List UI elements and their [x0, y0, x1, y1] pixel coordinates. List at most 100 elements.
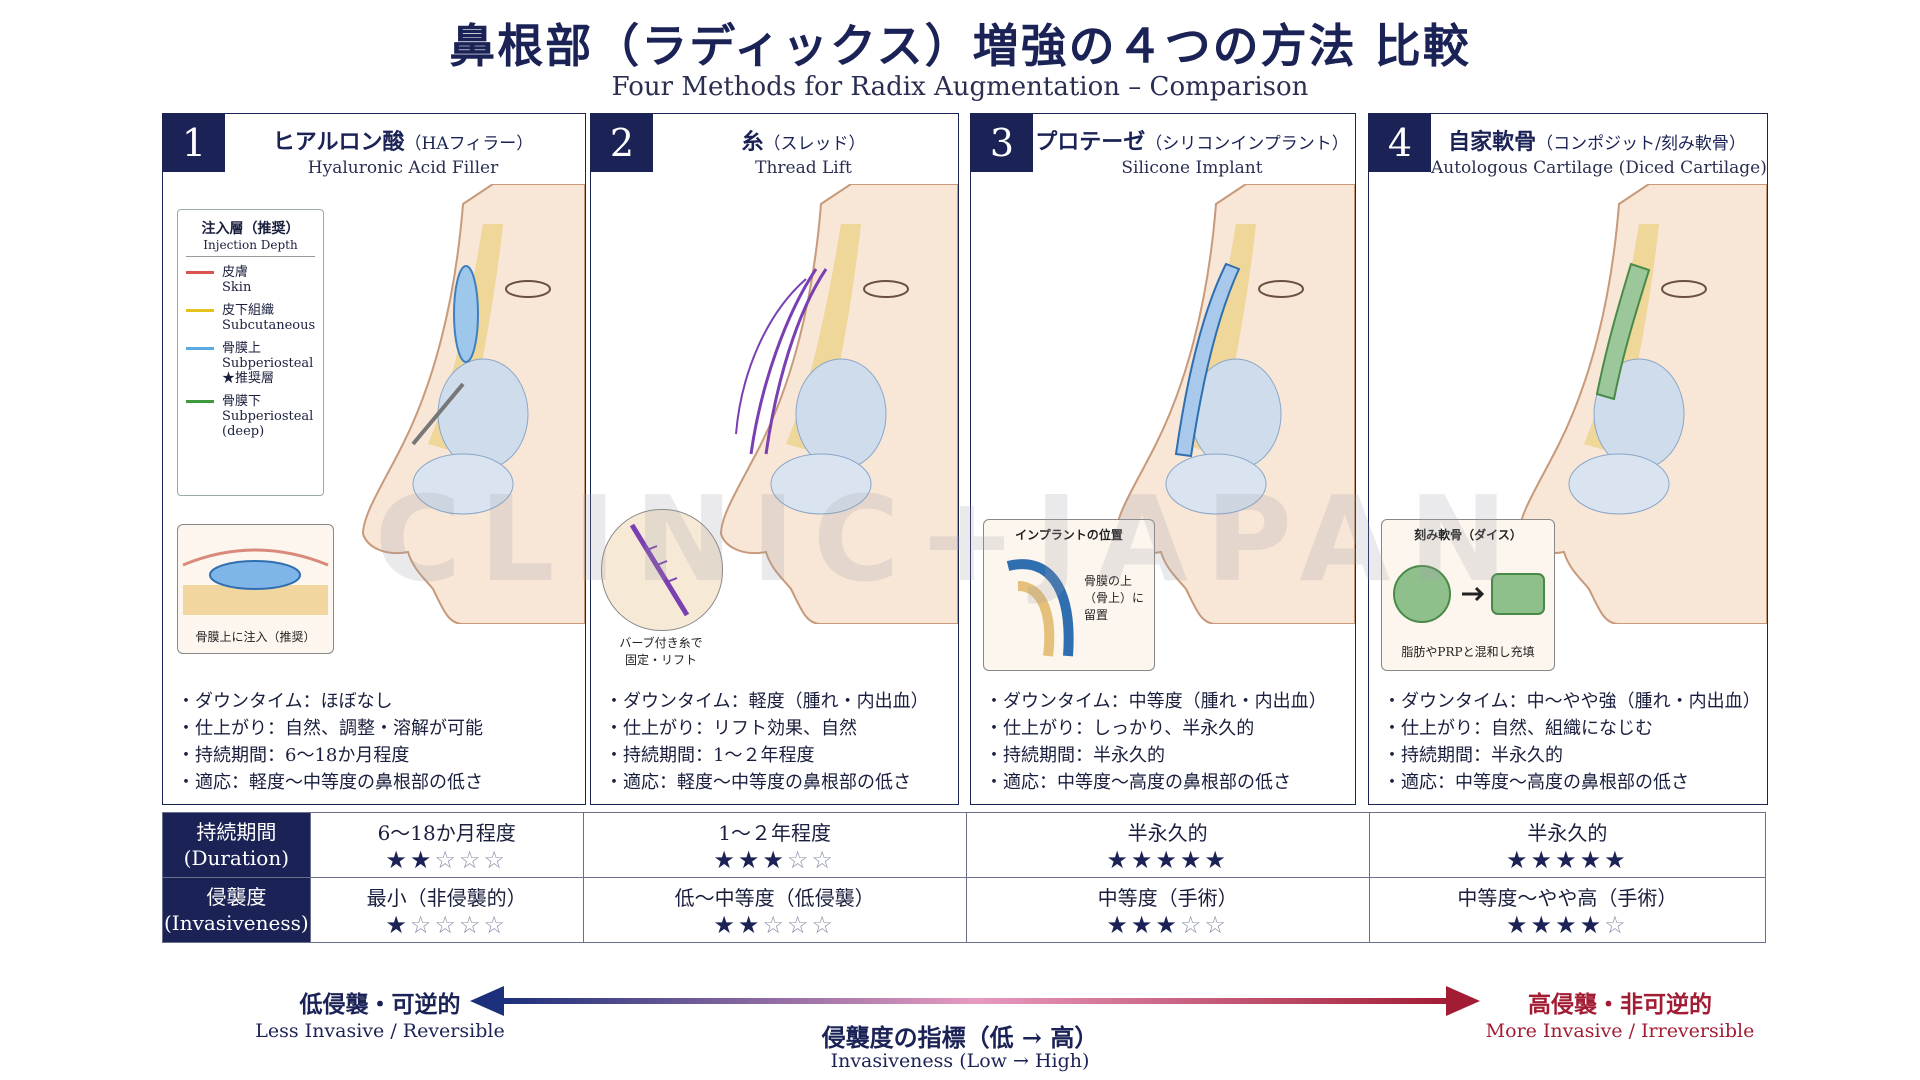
legend-title: 注入層（推奨）: [201, 221, 300, 237]
panel-title-sub: （HAフィラー）: [404, 134, 534, 154]
scale-low-label-en: Less Invasive / Reversible: [255, 1020, 505, 1042]
subperiosteal-swatch: [186, 400, 214, 403]
star-rating: ★☆☆☆☆: [312, 911, 582, 939]
panel-number: 1: [163, 114, 225, 172]
star-filled-icon: ★: [762, 845, 787, 874]
star-filled-icon: ★: [1530, 845, 1556, 874]
star-empty-icon: ☆: [434, 910, 459, 939]
invasiveness-cell: 中等度（手術）★★★☆☆: [965, 877, 1370, 943]
star-empty-icon: ☆: [1604, 910, 1629, 939]
star-filled-icon: ★: [385, 910, 410, 939]
diced-cartilage-illustration: [1393, 565, 1545, 623]
star-rating: ★★★★★: [968, 846, 1368, 874]
star-filled-icon: ★: [713, 845, 738, 874]
panel-title-en: Silicone Implant: [1121, 158, 1263, 178]
barbed-thread-illustration: [629, 523, 690, 617]
bullet-indication: 適応：軽度〜中等度の鼻根部の低さ: [177, 769, 577, 796]
skin-swatch: [186, 271, 214, 274]
star-rating: ★★☆☆☆: [312, 846, 582, 874]
bullet-downtime: ダウンタイム：軽度（腫れ・内出血）: [605, 688, 950, 715]
star-filled-icon: ★: [1106, 845, 1131, 874]
bullet-indication: 適応：中等度〜高度の鼻根部の低さ: [1383, 769, 1759, 796]
duration-cell: 半永久的★★★★★: [965, 812, 1370, 878]
bullet-result: 仕上がり：リフト効果、自然: [605, 715, 950, 742]
star-filled-icon: ★: [1155, 910, 1180, 939]
inset-title: インプラントの位置: [1015, 528, 1123, 542]
inset-caption: 骨膜上に注入（推奨）: [195, 630, 316, 644]
star-filled-icon: ★: [385, 845, 410, 874]
star-empty-icon: ☆: [786, 845, 812, 874]
invasiveness-row: 侵襲度(Invasiveness) 最小（非侵襲的）★☆☆☆☆ 低〜中等度（低侵…: [162, 877, 1767, 943]
panel-title-jp: 糸（スレッド）: [741, 129, 866, 155]
duration-cell: 半永久的★★★★★: [1368, 812, 1767, 878]
star-filled-icon: ★: [1130, 910, 1156, 939]
star-rating: ★★★☆☆: [585, 846, 965, 874]
scale-high-label: 高侵襲・非可逆的: [1528, 991, 1712, 1018]
star-rating: ★★☆☆☆: [585, 911, 965, 939]
panel-title-sub: （シリコンインプラント）: [1145, 134, 1349, 154]
duration-cell: 6〜18か月程度★★☆☆☆: [309, 812, 584, 878]
bullet-downtime: ダウンタイム：ほぼなし: [177, 688, 577, 715]
inset-title: 刻み軟骨（ダイス）: [1414, 528, 1522, 542]
star-empty-icon: ☆: [786, 910, 812, 939]
star-empty-icon: ☆: [409, 910, 435, 939]
invasiveness-row-header: 侵襲度(Invasiveness): [162, 877, 311, 943]
star-filled-icon: ★: [1130, 845, 1156, 874]
comparison-table: 持続期間(Duration) 6〜18か月程度★★☆☆☆ 1〜２年程度★★★☆☆…: [162, 812, 1767, 943]
panel-title-jp: ヒアルロン酸（HAフィラー）: [272, 129, 534, 155]
star-empty-icon: ☆: [483, 910, 508, 939]
scale-low-label: 低侵襲・可逆的: [299, 991, 461, 1018]
panel-number: 4: [1369, 114, 1431, 172]
star-empty-icon: ☆: [762, 910, 787, 939]
duration-row: 持続期間(Duration) 6〜18か月程度★★☆☆☆ 1〜２年程度★★★☆☆…: [162, 812, 1767, 878]
panel-number: 2: [591, 114, 653, 172]
bullet-downtime: ダウンタイム：中〜やや強（腫れ・内出血）: [1383, 688, 1761, 715]
bullet-indication: 適応：中等度〜高度の鼻根部の低さ: [985, 769, 1347, 796]
star-rating: ★★★★★: [1371, 846, 1764, 874]
star-rating: ★★★☆☆: [968, 911, 1368, 939]
method-panel-3: 3 プロテーゼ（シリコンインプラント） Silicone Implant インプ…: [970, 113, 1356, 805]
implant-position-inset: インプラントの位置 骨膜の上 （骨上）に 留置: [983, 519, 1155, 671]
star-filled-icon: ★: [1506, 910, 1531, 939]
bullet-indication: 適応：軽度〜中等度の鼻根部の低さ: [605, 769, 950, 796]
star-empty-icon: ☆: [434, 845, 459, 874]
bullet-duration: 持続期間：半永久的: [1383, 742, 1759, 769]
legend-subtitle: Injection Depth: [186, 238, 315, 257]
panel-number: 3: [971, 114, 1033, 172]
panel-title-sub: （スレッド）: [763, 134, 866, 154]
star-empty-icon: ☆: [483, 845, 508, 874]
bullet-downtime: ダウンタイム：中等度（腫れ・内出血）: [985, 688, 1347, 715]
star-empty-icon: ☆: [1179, 910, 1205, 939]
panel-bullets: ダウンタイム：ほぼなし 仕上がり：自然、調整・溶解が可能 持続期間：6〜18か月…: [177, 688, 577, 796]
star-filled-icon: ★: [1179, 845, 1205, 874]
panel-title-jp: プロテーゼ（シリコンインプラント）: [1035, 129, 1349, 155]
star-filled-icon: ★: [1506, 845, 1531, 874]
injection-inset: 骨膜上に注入（推奨）: [177, 524, 334, 654]
invasiveness-cell: 最小（非侵襲的）★☆☆☆☆: [309, 877, 584, 943]
invasiveness-gradient-arrow: [470, 986, 1480, 1016]
bullet-result: 仕上がり：自然、調整・溶解が可能: [177, 715, 577, 742]
method-panel-2: 2 糸（スレッド） Thread Lift バーブ付き糸で 固定・リフト ダウン…: [590, 113, 959, 805]
supraperiosteal-swatch: [186, 347, 214, 350]
star-filled-icon: ★: [737, 910, 763, 939]
star-filled-icon: ★: [1106, 910, 1131, 939]
panel-title-en: Autologous Cartilage (Diced Cartilage): [1431, 158, 1767, 178]
method-panel-4: 4 自家軟骨（コンポジット/刻み軟骨） Autologous Cartilage…: [1368, 113, 1768, 805]
duration-cell: 1〜２年程度★★★☆☆: [582, 812, 967, 878]
invasiveness-cell: 中等度〜やや高（手術）★★★★☆: [1368, 877, 1767, 943]
star-empty-icon: ☆: [811, 845, 836, 874]
star-filled-icon: ★: [1604, 845, 1629, 874]
panel-bullets: ダウンタイム：中〜やや強（腫れ・内出血） 仕上がり：自然、組織になじむ 持続期間…: [1383, 688, 1761, 796]
thread-caption-box: バーブ付き糸で 固定・リフト: [601, 634, 721, 674]
star-filled-icon: ★: [713, 910, 738, 939]
nose-anatomy-illustration: [719, 184, 958, 624]
star-filled-icon: ★: [1555, 845, 1580, 874]
watermark-logo: CLINIC+JAPAN: [374, 470, 1526, 608]
star-filled-icon: ★: [737, 845, 763, 874]
nose-anatomy-illustration: [361, 184, 585, 624]
method-panel-1: 1 ヒアルロン酸（HAフィラー） Hyaluronic Acid Filler …: [162, 113, 586, 805]
